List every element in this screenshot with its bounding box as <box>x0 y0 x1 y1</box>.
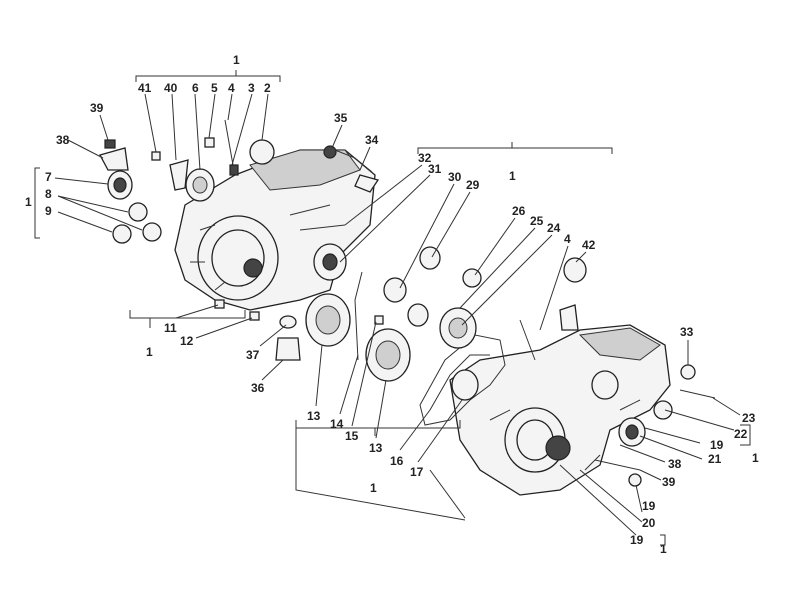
bush-26 <box>407 303 429 327</box>
callout-19-mid: 19 <box>642 499 656 513</box>
hose-34 <box>334 149 373 173</box>
plate-38 <box>99 147 129 171</box>
callout-1-lowright: 1 <box>660 542 667 556</box>
callout-14: 14 <box>330 417 344 431</box>
bush-8a <box>128 202 148 222</box>
callout-42: 42 <box>582 238 596 252</box>
bush-42 <box>563 257 587 283</box>
clip-14 <box>354 271 363 361</box>
callout-29: 29 <box>466 178 480 192</box>
screw-15 <box>374 315 384 325</box>
callout-labels: 1 41 40 6 5 4 3 2 39 35 34 38 7 8 1 9 32… <box>25 53 759 556</box>
callout-31: 31 <box>428 162 442 176</box>
callout-5: 5 <box>211 81 218 95</box>
screw-5 <box>204 137 215 148</box>
callout-15: 15 <box>345 429 359 443</box>
callout-2: 2 <box>264 81 271 95</box>
bracket-40 <box>169 159 189 191</box>
callout-19-right: 19 <box>710 438 724 452</box>
callout-21: 21 <box>708 452 722 466</box>
plug-33 <box>680 364 696 380</box>
callout-22: 22 <box>734 427 748 441</box>
callout-39-right: 39 <box>662 475 676 489</box>
callout-19-low: 19 <box>630 533 644 547</box>
stud-4b <box>519 319 536 361</box>
callout-13a: 13 <box>307 409 321 423</box>
callout-39-left: 39 <box>90 101 104 115</box>
callout-8: 8 <box>45 187 52 201</box>
callout-20: 20 <box>642 516 656 530</box>
callout-26: 26 <box>512 204 526 218</box>
callout-16: 16 <box>390 454 404 468</box>
screw-41 <box>151 151 161 161</box>
washer-37 <box>279 315 297 329</box>
callout-12: 12 <box>180 334 194 348</box>
callout-1-mid: 1 <box>509 169 516 183</box>
callout-23: 23 <box>742 411 756 425</box>
callout-25: 25 <box>530 214 544 228</box>
nut-3 <box>229 164 239 176</box>
nut-19b <box>628 473 642 487</box>
callout-1-right: 1 <box>752 451 759 465</box>
callout-40: 40 <box>164 81 178 95</box>
bush-29 <box>419 246 441 270</box>
callout-3: 3 <box>248 81 255 95</box>
callout-1-bottom: 1 <box>370 481 377 495</box>
drain-plug-36 <box>275 337 301 361</box>
bush-30 <box>383 277 407 303</box>
callout-4-top: 4 <box>228 81 235 95</box>
stud-4a <box>224 119 234 166</box>
callout-4-right: 4 <box>564 232 571 246</box>
fasteners <box>99 119 716 471</box>
callout-13b: 13 <box>369 441 383 455</box>
right-crankcase-half <box>449 324 671 496</box>
screw-12 <box>249 311 260 321</box>
callout-30: 30 <box>448 170 462 184</box>
callout-7: 7 <box>45 170 52 184</box>
bush-9 <box>112 224 132 244</box>
bearings-and-seals <box>107 139 696 487</box>
dowel-2 <box>249 139 275 165</box>
bolt-38b <box>594 459 641 471</box>
callout-34: 34 <box>365 133 379 147</box>
callout-38-left: 38 <box>56 133 70 147</box>
bush-8b <box>142 222 162 242</box>
left-crankcase-half <box>174 149 376 311</box>
callout-1-top: 1 <box>233 53 240 67</box>
washer-22 <box>653 400 673 420</box>
callout-36: 36 <box>251 381 265 395</box>
washer-24 <box>462 268 482 288</box>
seal-17 <box>451 369 479 401</box>
callout-11: 11 <box>164 321 177 335</box>
bolt-23 <box>679 389 716 399</box>
callout-24: 24 <box>547 221 561 235</box>
callout-9: 9 <box>45 204 52 218</box>
callout-1-left: 1 <box>25 195 32 209</box>
callout-17: 17 <box>410 465 424 479</box>
callout-38-right: 38 <box>668 457 682 471</box>
callout-33: 33 <box>680 325 694 339</box>
leader-lines <box>54 93 741 536</box>
bracket-42b <box>559 304 579 331</box>
screw-11 <box>214 299 225 309</box>
group-brackets <box>34 70 751 546</box>
callout-35: 35 <box>334 111 348 125</box>
callout-32: 32 <box>418 151 432 165</box>
callout-41: 41 <box>138 81 152 95</box>
callout-37: 37 <box>246 348 260 362</box>
callout-6: 6 <box>192 81 199 95</box>
callout-1-lowleft: 1 <box>146 345 153 359</box>
screw-39 <box>104 139 116 149</box>
nut-35 <box>323 145 337 159</box>
